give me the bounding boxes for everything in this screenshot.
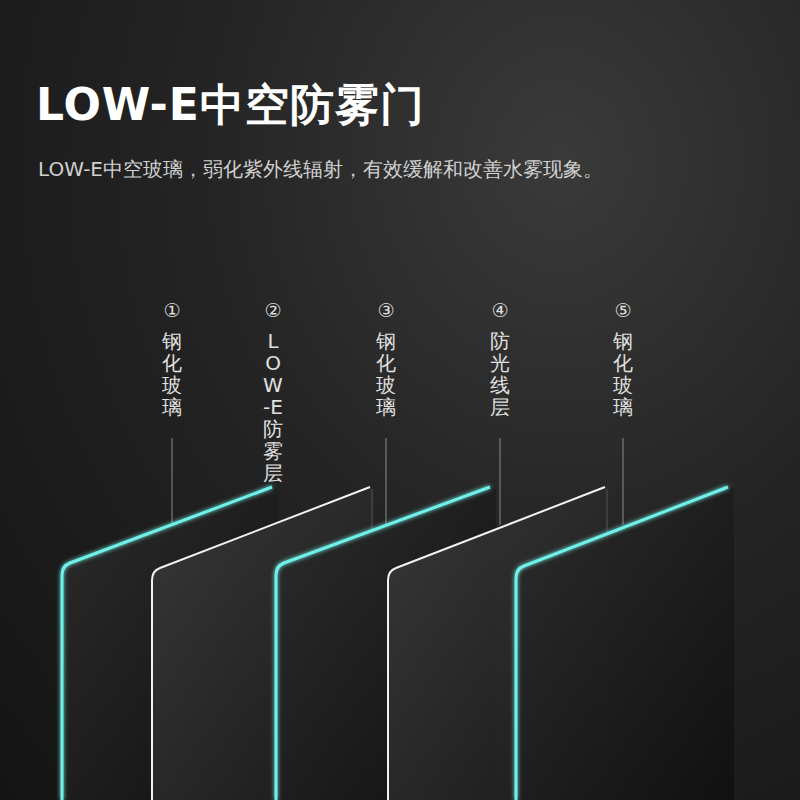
callout-number: ① — [160, 301, 184, 320]
part-name: 钢化玻璃 — [162, 330, 182, 418]
part-name: 防光线层 — [490, 330, 510, 418]
subtitle: LOW-E中空玻璃，弱化紫外线辐射，有效缓解和改善水雾现象。 — [38, 156, 603, 183]
part-name: 钢化玻璃 — [376, 330, 396, 418]
callout-number: ③ — [374, 301, 398, 320]
page-title: LOW-E中空防雾门 — [36, 76, 425, 135]
glass-pane — [516, 487, 734, 800]
callout-number: ⑤ — [611, 301, 635, 320]
callout-number: ② — [261, 301, 285, 320]
part-name: 钢化玻璃 — [613, 330, 633, 418]
part-name: LOW-E防雾层 — [263, 330, 283, 484]
callout-number: ④ — [488, 301, 512, 320]
